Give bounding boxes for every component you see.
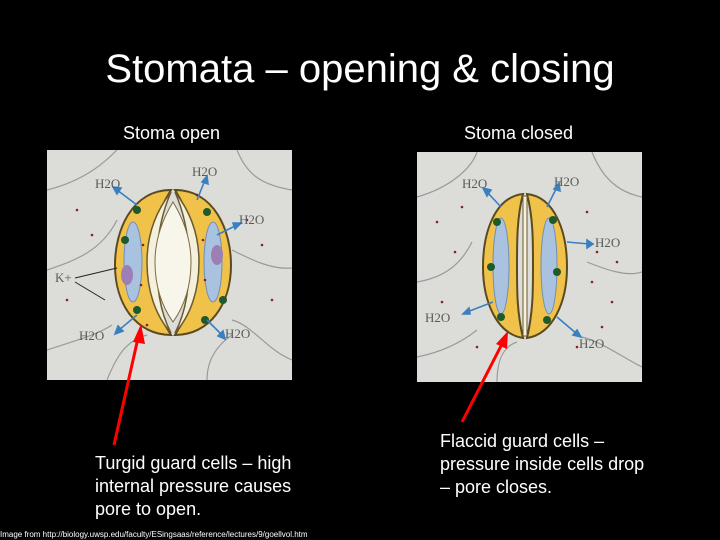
h2o-label: H2O <box>595 235 620 250</box>
closed-caption: Flaccid guard cells – pressure inside ce… <box>440 431 645 497</box>
stoma-open-heading: Stoma open <box>123 123 221 143</box>
slide-title: Stomata – opening & closing <box>105 47 615 91</box>
h2o-label: H2O <box>79 328 104 343</box>
stoma-closed-heading: Stoma closed <box>464 123 574 143</box>
stoma-open-diagram: H2O H2O H2O K+ H2O H2O <box>47 150 292 380</box>
stoma-closed-diagram: H2O H2O H2O H2O H2O <box>417 152 642 382</box>
h2o-label: H2O <box>95 176 120 191</box>
open-caption: Turgid guard cells – high internal press… <box>95 453 292 519</box>
image-credit: Image from http://biology.uwsp.edu/facul… <box>0 530 308 539</box>
h2o-label: H2O <box>192 164 217 179</box>
potassium-label: K+ <box>55 270 72 285</box>
pointer-arrow-closed <box>460 331 508 423</box>
pointer-arrow-open <box>112 324 145 446</box>
h2o-label: H2O <box>554 174 579 189</box>
h2o-label: H2O <box>462 176 487 191</box>
h2o-label: H2O <box>425 310 450 325</box>
h2o-label: H2O <box>579 336 604 351</box>
h2o-label: H2O <box>239 212 264 227</box>
h2o-label: H2O <box>225 326 250 341</box>
